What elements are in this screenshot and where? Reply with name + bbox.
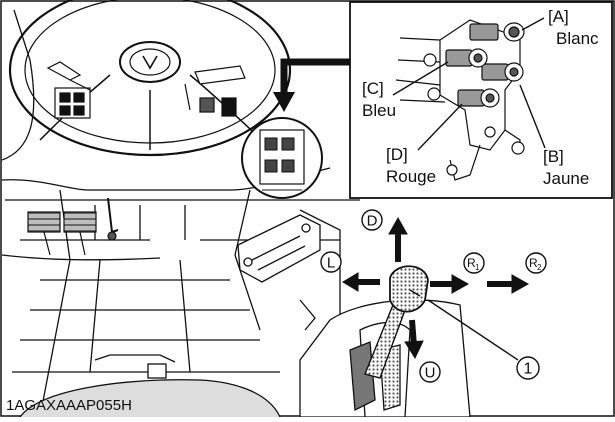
label-d-name: Rouge (386, 167, 437, 186)
direction-r2-letter: R (529, 256, 538, 270)
direction-r2-sub: 2 (537, 263, 542, 272)
direction-r1-circle (463, 252, 485, 274)
inset-leaders (392, 17, 546, 151)
direction-r2-circle (525, 252, 547, 274)
direction-r1-letter: R (467, 256, 476, 270)
seat-area (19, 354, 281, 418)
label-b-code: [B] (543, 147, 564, 166)
callout-1-circle (516, 356, 540, 380)
magnified-valve-circle (241, 117, 323, 199)
direction-l-circle (320, 251, 342, 273)
hydraulic-couplers (395, 19, 525, 181)
label-a-code: [A] (548, 7, 569, 26)
direction-u-circle (419, 361, 441, 383)
direction-d-text: D (367, 213, 378, 230)
label-a-name: Blanc (556, 29, 599, 48)
direction-arrows (342, 216, 530, 360)
label-d-code: [D] (386, 145, 408, 164)
direction-u-text: U (425, 365, 436, 382)
control-lever[interactable] (364, 265, 429, 379)
label-c-name: Bleu (362, 101, 397, 120)
label-b-name: Jaune (543, 169, 590, 188)
brake-pedals (27, 197, 119, 256)
direction-r1-sub: 1 (475, 263, 480, 272)
callout-leader (427, 299, 519, 361)
left-switch-panel (46, 61, 91, 119)
right-switch-panel (184, 65, 246, 117)
lever-console (237, 214, 321, 283)
callout-1-text: 1 (524, 361, 533, 378)
figure-code: 1AGAXAAAP055H (6, 397, 132, 414)
circled-labels (320, 209, 547, 383)
direction-d-circle (361, 209, 383, 231)
pointer-arrow (273, 58, 350, 112)
label-c-code: [C] (362, 79, 384, 98)
direction-l-text: L (327, 255, 335, 272)
